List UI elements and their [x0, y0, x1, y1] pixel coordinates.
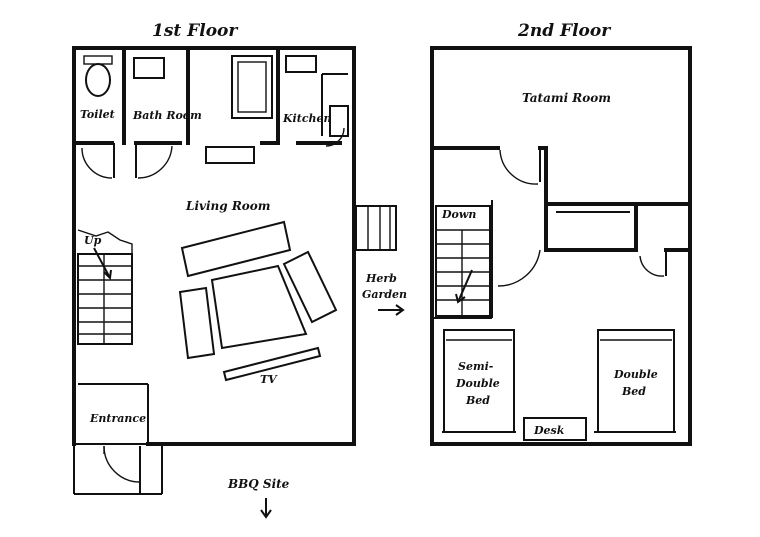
bedroom-furniture — [443, 329, 675, 441]
semi-double-bed-label-line2: Double — [455, 377, 500, 390]
stairs-up-arrow-icon — [93, 247, 111, 279]
sofa-right-icon — [282, 250, 338, 324]
semi-double-bed-label-line3: Bed — [465, 394, 490, 407]
bath-room-label: Bath Room — [132, 109, 202, 122]
bbq-site-arrow-icon — [260, 498, 272, 519]
entrance-label: Entrance — [89, 412, 146, 425]
stairs-down-arrow-icon — [457, 269, 473, 303]
kitchen-label: Kitchen — [282, 112, 332, 125]
living-room-label: Living Room — [185, 199, 271, 213]
stove-icon — [285, 55, 317, 73]
semi-double-bed-icon — [443, 329, 515, 433]
stairs-up-label: Up — [84, 234, 102, 247]
herb-garden-arrow-icon — [378, 304, 405, 316]
double-bed-label-line1: Double — [613, 368, 658, 381]
desk-icon — [523, 417, 587, 441]
bbq-site-label: BBQ Site — [227, 477, 290, 491]
fridge-icon — [329, 105, 349, 137]
coffee-table-icon — [210, 264, 308, 350]
tv-stand-icon — [222, 346, 322, 382]
herb-garden-label-line1: Herb — [365, 272, 397, 285]
tatami-room-label: Tatami Room — [522, 91, 611, 105]
sink-icon — [133, 57, 165, 79]
sofa-top-icon — [180, 220, 292, 278]
herb-garden-steps — [355, 205, 397, 251]
second-floor-stairs — [435, 205, 491, 317]
first-floor-walls — [72, 46, 356, 495]
desk-label: Desk — [533, 424, 565, 437]
second-floor-title: 2nd Floor — [517, 21, 611, 41]
sofa-left-icon — [178, 286, 216, 360]
first-floor-doors — [81, 127, 345, 483]
double-bed-label-line2: Bed — [621, 385, 646, 398]
second-floor-plan: 2nd Floor — [430, 21, 692, 446]
first-floor-title: 1st Floor — [152, 21, 238, 41]
toilet-label: Toilet — [80, 108, 115, 121]
toilet-bowl-icon — [85, 63, 111, 97]
counter-icon — [205, 146, 255, 164]
first-floor-stairs — [77, 229, 133, 345]
living-room-furniture — [178, 220, 338, 382]
bathroom-fixtures — [83, 55, 349, 164]
stairs-down-label: Down — [441, 208, 476, 221]
herb-garden-label-line2: Garden — [362, 288, 407, 301]
entrance-door-swing — [103, 445, 141, 483]
tv-label: TV — [260, 373, 278, 386]
double-bed-icon — [597, 329, 675, 433]
first-floor-plan: 1st Floor — [72, 21, 397, 495]
semi-double-bed-label-line1: Semi- — [458, 360, 494, 373]
second-floor-doors — [497, 149, 665, 287]
outside-labels: Herb Garden BBQ Site — [227, 272, 407, 519]
